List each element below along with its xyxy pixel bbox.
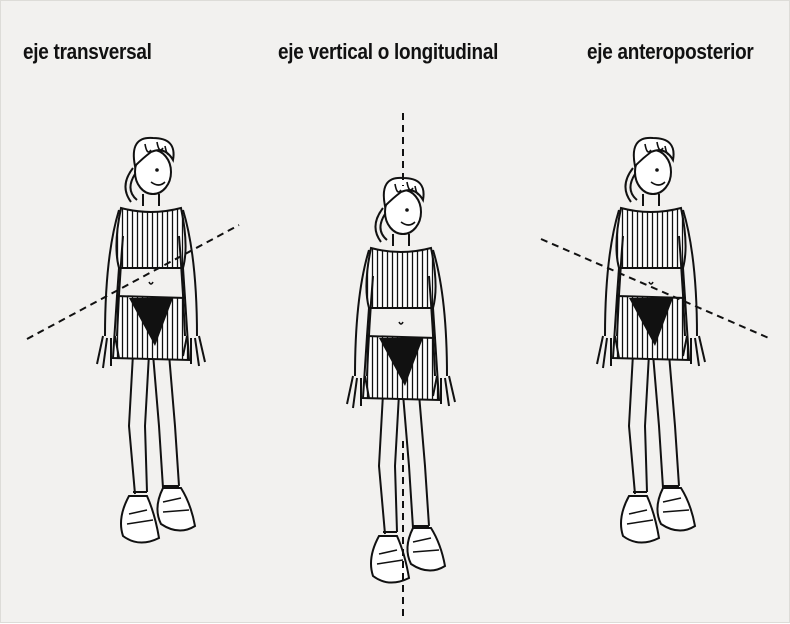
figure-anteroposterior bbox=[597, 138, 705, 543]
figure-vertical bbox=[347, 178, 455, 583]
figure-transversal bbox=[97, 138, 205, 543]
